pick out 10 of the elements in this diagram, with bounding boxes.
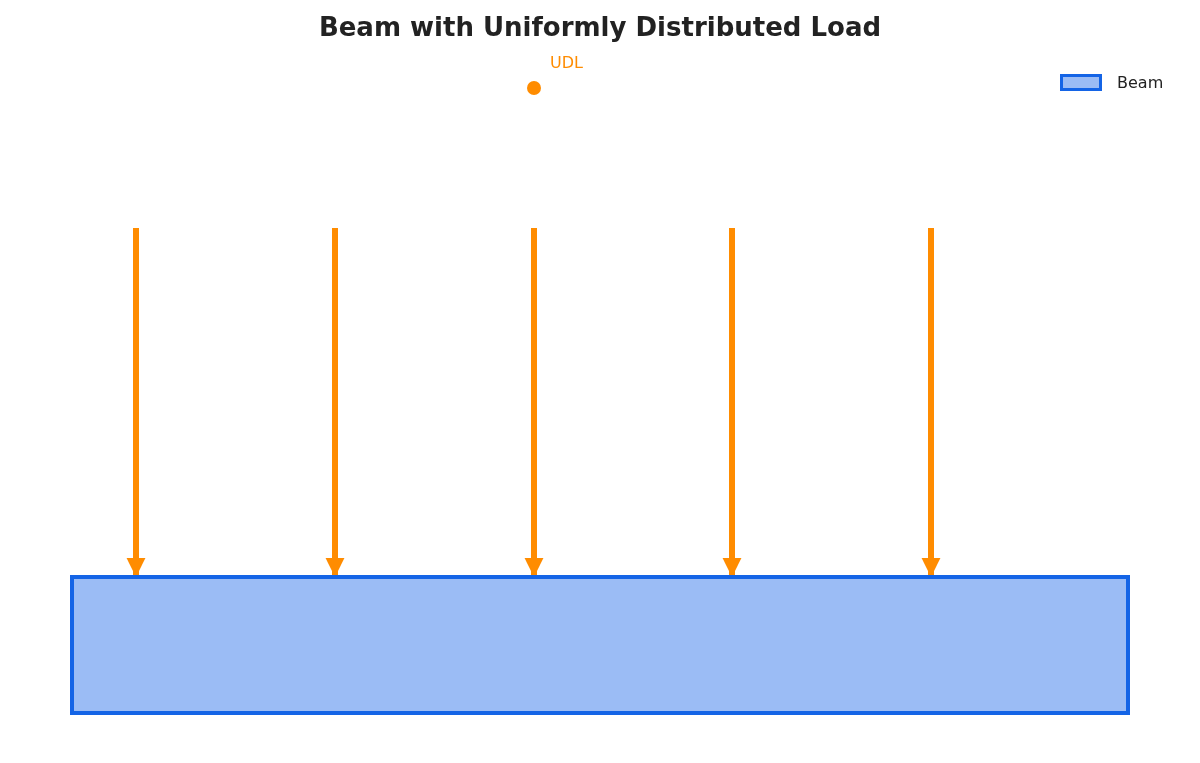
load-arrow [524, 228, 544, 577]
load-point-dot [527, 81, 541, 95]
load-arrow [921, 228, 941, 577]
beam-rectangle [70, 575, 1130, 715]
diagram-title: Beam with Uniformly Distributed Load [317, 12, 883, 42]
load-arrow [126, 228, 146, 577]
load-arrow [722, 228, 742, 577]
load-label: UDL [550, 53, 583, 72]
legend-label: Beam [1117, 73, 1164, 92]
load-arrow [325, 228, 345, 577]
